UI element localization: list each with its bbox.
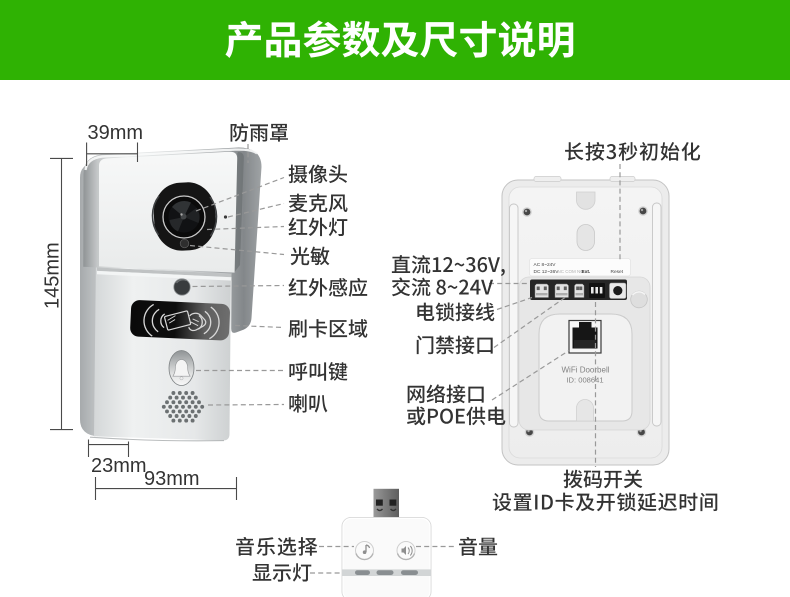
svg-text:AC 8~24V: AC 8~24V — [534, 262, 557, 268]
svg-text:145mm: 145mm — [42, 242, 64, 309]
svg-text:23mm: 23mm — [91, 455, 147, 477]
svg-text:WiFi Doorbell: WiFi Doorbell — [561, 366, 609, 375]
svg-text:NC COM NO: NC COM NO — [558, 269, 585, 274]
svg-text:Reset: Reset — [611, 269, 624, 275]
svg-text:ID: 008641: ID: 008641 — [566, 376, 603, 385]
svg-text:93mm: 93mm — [144, 468, 200, 490]
svg-text:Ext.: Ext. — [582, 269, 591, 275]
svg-text:39mm: 39mm — [88, 122, 144, 144]
svg-text:DC 12~36V: DC 12~36V — [534, 269, 560, 275]
